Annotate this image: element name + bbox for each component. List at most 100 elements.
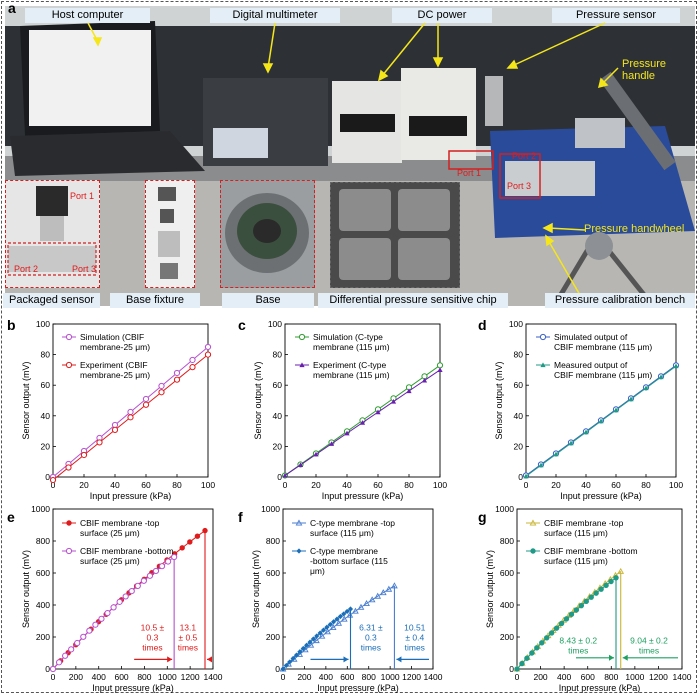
y-tick-label-e: 600 [36,568,50,578]
data-point-e-1 [110,604,117,611]
data-point-g-1 [553,625,560,631]
series-c-1 [282,367,443,478]
label-bench-port2: Port 2 [512,151,537,161]
data-point-f-1 [290,655,296,662]
data-point-g-1 [519,660,525,667]
data-point-f-1 [300,645,306,652]
data-point-e-1 [86,627,93,634]
data-point-f-1 [287,659,293,665]
data-point-d-1 [538,462,544,468]
caption-dc-power: DC power [392,8,492,23]
plot-frame-e [52,508,214,670]
packaged-sensor-drawing [7,186,97,276]
y-tick-label-e: 200 [36,632,50,642]
base-fixture-drawing [158,187,180,279]
y-tick-label-f: 200 [266,632,280,642]
plot-frame-d [525,323,677,478]
data-point-d-1 [553,451,559,457]
x-tick-label-c: 60 [373,480,383,490]
data-point-f-0 [357,603,365,610]
data-point-e-1 [164,558,172,565]
panel-letter-b: b [7,317,16,333]
x-tick-label-f: 1400 [424,672,443,682]
data-point-b-1 [158,389,165,396]
x-axis-label-b: Input pressure (kPa) [90,491,172,501]
data-point-e-1 [49,665,57,673]
label-pressure-handle: Pressure handle [622,58,667,82]
data-point-f-1 [337,613,343,620]
data-point-f-1 [347,606,354,612]
inset-base [220,180,315,288]
plot-frame-c [284,323,441,478]
x-axis-label-g: Input pressure (kPa) [559,683,641,693]
data-point-f-0 [340,615,348,622]
data-point-f-1 [317,630,323,636]
arrow-right-e-head [207,656,212,663]
data-point-c-1 [359,420,366,425]
y-tick-label-b: 100 [36,319,50,329]
x-tick-label-e: 800 [137,672,151,682]
data-point-g-1 [588,594,594,600]
legend-marker-g-1 [530,548,536,554]
data-point-f-0 [363,599,370,607]
data-point-f-1 [331,619,337,625]
caption-bench: Pressure calibration bench [545,293,695,308]
legend-marker-f-1 [296,548,302,554]
arrow-left-e-head [167,656,173,663]
legend-marker-d-0 [539,333,547,341]
data-point-b-0 [142,395,150,403]
plot-frame-f [282,508,434,670]
data-point-f-0 [352,607,359,614]
label-bench-port3: Port 3 [507,181,532,191]
y-tick-label-c: 20 [273,441,283,451]
y-tick-label-c: 100 [268,319,282,329]
x-tick-label-g: 800 [604,672,618,682]
x-tick-label-b: 20 [79,480,89,490]
y-tick-label-e: 800 [36,536,50,546]
x-tick-label-d: 60 [611,480,621,490]
data-point-g-1 [608,578,614,585]
data-point-c-1 [390,398,397,404]
data-point-g-1 [529,650,535,656]
y-tick-label-c: 0 [277,472,282,482]
data-point-e-1 [74,639,81,647]
data-point-g-1 [558,620,565,627]
data-point-g-1 [603,582,609,588]
data-point-f-0 [313,637,320,644]
y-tick-label-f: 400 [266,600,280,610]
data-point-b-1 [111,426,119,433]
data-point-f-0 [318,632,326,639]
data-point-e-1 [62,652,69,659]
data-point-c-1 [406,388,412,394]
x-tick-label-d: 80 [641,480,651,490]
y-tick-label-b: 40 [41,411,51,421]
inset-base-fixture [145,180,195,288]
data-point-e-1 [98,615,105,622]
data-point-b-0 [204,343,212,351]
data-point-d-1 [568,440,574,446]
y-tick-label-e: 0 [45,664,50,674]
x-tick-label-e: 600 [114,672,128,682]
x-tick-label-e: 1000 [158,672,177,682]
data-point-d-1 [673,363,679,369]
y-tick-label-g: 800 [500,536,514,546]
y-tick-label-d: 100 [509,319,523,329]
legend-marker-d-1 [540,362,546,368]
data-point-g-1 [568,611,575,618]
x-tick-label-b: 80 [172,480,182,490]
y-tick-label-c: 80 [273,350,283,360]
data-point-b-0 [127,408,134,416]
data-point-g-1 [613,575,619,581]
data-point-d-1 [583,429,589,435]
series-d-1 [523,363,679,479]
x-tick-label-b: 100 [201,480,215,490]
caption-host-computer: Host computer [25,8,150,23]
x-tick-label-c: 100 [433,480,447,490]
